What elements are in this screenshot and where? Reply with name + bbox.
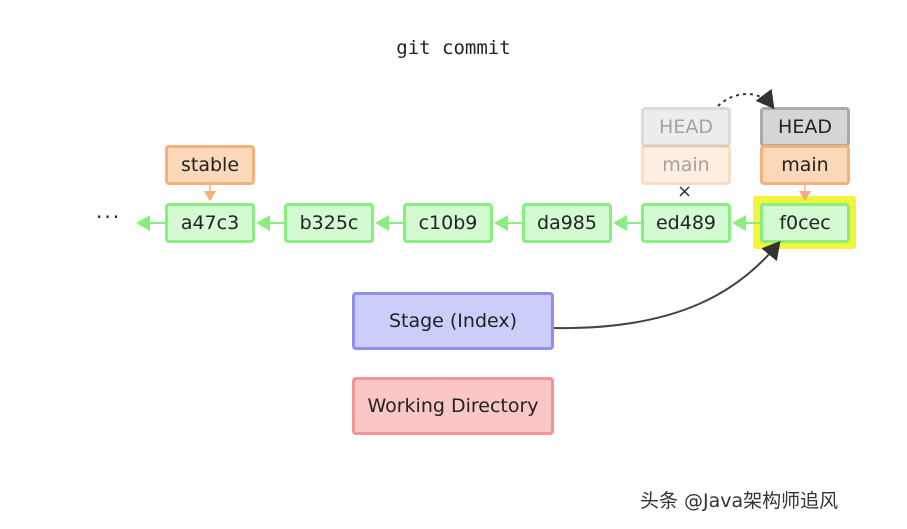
branch-label-stable[interactable]: stable xyxy=(165,145,255,185)
stage-to-commit-arrow xyxy=(553,240,781,330)
history-ellipsis: ··· xyxy=(96,205,122,229)
removed-link-mark: × xyxy=(677,181,693,202)
old-head-label: HEAD xyxy=(641,107,731,147)
commit-node-a47c3[interactable]: a47c3 xyxy=(165,203,255,243)
commit-node-da985[interactable]: da985 xyxy=(522,203,612,243)
commit-node-ed489[interactable]: ed489 xyxy=(641,203,731,243)
old-main-branch-label: main xyxy=(641,145,731,185)
main-branch-label[interactable]: main xyxy=(760,145,850,185)
working-directory-box[interactable]: Working Directory xyxy=(352,377,554,435)
commit-node-c10b9[interactable]: c10b9 xyxy=(403,203,493,243)
stage-index-box[interactable]: Stage (Index) xyxy=(352,292,554,350)
watermark-text: 头条 @Java架构师追风 xyxy=(640,490,839,512)
commit-node-b325c[interactable]: b325c xyxy=(284,203,374,243)
page-title: git commit xyxy=(396,37,511,59)
head-label[interactable]: HEAD xyxy=(760,107,850,147)
commit-node-f0cec[interactable]: f0cec xyxy=(760,203,850,243)
head-move-arrow xyxy=(717,88,775,110)
